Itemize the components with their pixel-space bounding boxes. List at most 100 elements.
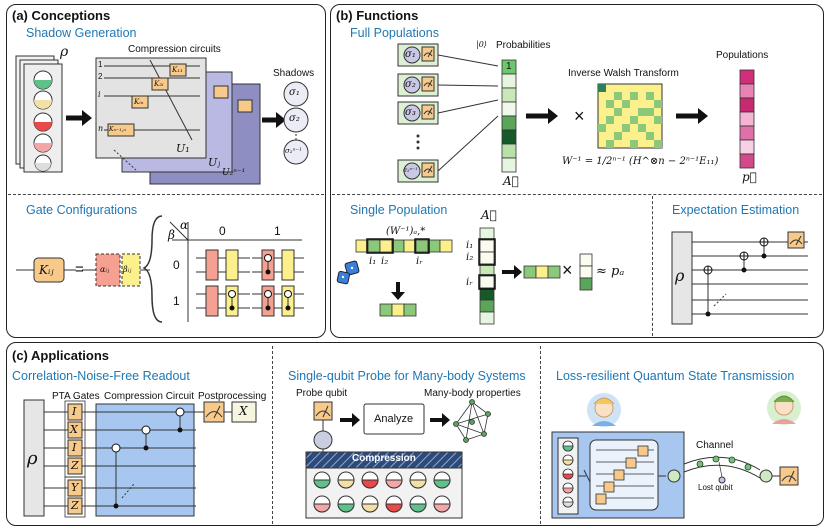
pta-gate-5: Y	[71, 481, 79, 494]
gate-kin: Kᵢₙ	[134, 98, 144, 106]
probabilities-label: Probabilities	[496, 40, 551, 51]
A-vector-single	[479, 227, 495, 325]
A-vector-label: A⃗	[503, 174, 519, 188]
unitary-u2n: U₂ⁿ⁻¹	[222, 168, 246, 178]
panel-a-title: (a) Conceptions	[12, 8, 111, 23]
many-body-qubits	[313, 471, 451, 513]
iwt-label: Inverse Walsh Transform	[568, 68, 679, 79]
wire-label-2: 2	[98, 72, 103, 81]
sigma-3: σ₃	[405, 107, 416, 118]
lost-qubit-label: Lost qubit	[698, 483, 733, 492]
lattice-icon	[453, 399, 491, 443]
dice-icon	[336, 260, 360, 285]
input-qubits	[33, 70, 53, 172]
receiver-avatar	[767, 391, 801, 425]
pta-gate-6: Z	[71, 499, 79, 512]
panel-a-divider	[8, 194, 324, 195]
population-vector	[739, 69, 755, 169]
beta-gate: βᵢⱼ	[123, 265, 132, 274]
compression-circuits-label: Compression circuits	[128, 44, 221, 55]
expectation-circuit	[671, 231, 808, 325]
pta-gates-label: PTA Gates	[52, 391, 100, 402]
wire-label-1: 1	[98, 60, 103, 69]
panel-c-title: (c) Applications	[12, 348, 110, 363]
populations-label: Populations	[716, 50, 769, 61]
unitary-u1: U₁	[176, 142, 190, 155]
unitary-uj: Uⱼ	[208, 156, 221, 169]
shadow-sigma-1: σ₁	[289, 87, 300, 98]
col-index-ir: iᵣ	[466, 277, 473, 288]
many-body-label: Many-body properties	[424, 388, 521, 399]
row-index-i2: i₂	[381, 256, 389, 267]
readout-title: Correlation-Noise-Free Readout	[12, 369, 190, 383]
sender-avatar	[587, 393, 621, 427]
gate-kij: Kᵢⱼ	[39, 263, 54, 277]
panel-c-divider-2	[540, 346, 541, 524]
panel-conceptions	[6, 4, 326, 338]
panel-functions	[330, 4, 824, 338]
rho-readout: ρ	[27, 448, 38, 469]
first-probability: 1	[506, 61, 512, 72]
A-vector-label-single: A⃗	[481, 208, 497, 222]
equals-sign: =	[75, 261, 84, 278]
row-index-ir: iᵣ	[416, 256, 423, 267]
panel-applications	[6, 342, 824, 526]
alpha-gate: αᵢⱼ	[100, 265, 110, 274]
panel-c-divider-1	[272, 346, 273, 524]
expectation-estimation-title: Expectation Estimation	[672, 203, 800, 217]
gate-k11: K₁₁	[172, 66, 183, 74]
gate-configurations-diagram	[16, 215, 304, 323]
sigma-2n: σ₂ⁿ⁻¹	[403, 167, 418, 174]
shadow-sigma-2: σ₂	[289, 113, 300, 124]
beta-label: β	[168, 228, 175, 242]
compression-circuit-label: Compression Circuit	[104, 391, 195, 402]
walsh-matrix	[597, 83, 663, 149]
wire-label-i: i	[98, 90, 101, 99]
panel-b-divider	[332, 194, 822, 195]
shadow-measure-rows	[397, 43, 439, 183]
walsh-row-label: (W⁻¹)ₐ,*	[386, 226, 426, 237]
channel-label: Channel	[696, 440, 734, 451]
gate-configurations-title: Gate Configurations	[26, 203, 138, 217]
probe-title: Single-qubit Probe for Many-body Systems	[288, 369, 526, 383]
row-index-i1: i₁	[369, 256, 377, 267]
times-sign-single: ×	[562, 260, 573, 280]
wire-label-n: n	[98, 124, 104, 133]
pta-gate-2: X	[70, 423, 78, 436]
col-label-0: 0	[219, 224, 226, 238]
alpha-label: α	[180, 218, 189, 232]
transmission-title: Loss-resilient Quantum State Transmissio…	[556, 369, 795, 383]
panel-b-vertical-divider	[652, 196, 653, 336]
col-index-i2: i₂	[466, 252, 474, 263]
single-population-diagram	[336, 227, 593, 325]
row-label-0: 0	[173, 258, 180, 272]
pta-gate-4: Z	[71, 459, 79, 472]
panel-b-title: (b) Functions	[336, 8, 419, 23]
postprocessing-label: Postprocessing	[198, 391, 267, 402]
shadow-generation-diagram	[15, 55, 309, 185]
compression-band-label: Compression	[352, 453, 416, 464]
gate-k2i: K₂ᵢ	[154, 80, 164, 88]
walsh-formula: W⁻¹ = 1/2ⁿ⁻¹ (H^⊗n − 2ⁿ⁻¹E₁₁)	[562, 156, 719, 167]
row-label-1: 1	[173, 294, 180, 308]
full-populations-diagram	[397, 43, 755, 183]
analyze-label: Analyze	[374, 413, 414, 425]
approx-pa: ≈ pₐ	[596, 264, 625, 279]
rho-label: ρ	[60, 44, 69, 60]
col-index-i1: i₁	[466, 240, 474, 251]
shadow-sigma-2n: σ₂ⁿ⁻¹	[285, 147, 302, 155]
shadow-generation-title: Shadow Generation	[26, 26, 137, 40]
full-populations-title: Full Populations	[350, 26, 439, 40]
col-label-1: 1	[274, 224, 281, 238]
sigma-2: σ₂	[405, 79, 416, 90]
postprocess-x-gate: X	[239, 404, 248, 418]
pta-gate-1: I	[72, 405, 77, 418]
p-vector-label: p⃗	[742, 170, 757, 184]
probability-vector	[501, 59, 517, 173]
shadows-label: Shadows	[273, 68, 315, 79]
pta-gate-3: I	[72, 441, 77, 454]
sigma-1: σ₁	[405, 49, 416, 60]
